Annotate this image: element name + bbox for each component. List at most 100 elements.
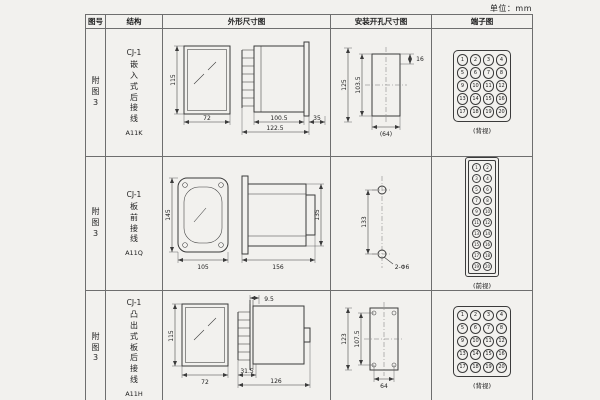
table-row-a11h: 附图3 CJ-1 凸出式板后接线 A11H <box>85 290 533 400</box>
terminal-circle: 9 <box>456 335 469 348</box>
dim-width-label: 105 <box>197 264 209 271</box>
terminal-circle: 11 <box>482 335 495 348</box>
terminal-circle: 7 <box>472 196 481 205</box>
mount-label: 板前接线 <box>129 201 138 244</box>
header-terminal: 端子图 <box>431 14 533 29</box>
type-code-label: A11Q <box>125 249 143 258</box>
fig-no-cell: 附图3 <box>85 28 106 157</box>
terminal-circle: 10 <box>469 335 482 348</box>
terminal-circle: 9 <box>472 207 481 216</box>
terminal-circle: 6 <box>469 322 482 335</box>
dim-body-height-label: 135 <box>314 209 321 221</box>
terminal-circle: 6 <box>483 185 492 194</box>
dim-height-label: 115 <box>170 74 177 86</box>
outline-drawing-a11q: 145 105 156 135 <box>165 175 324 271</box>
terminal-circle: 12 <box>495 80 508 92</box>
front-view <box>183 45 230 114</box>
terminal-circle: 16 <box>495 93 508 105</box>
table-row-a11q: 附图3 CJ-1 板前接线 A11Q <box>85 156 533 291</box>
terminal-circle: 8 <box>483 196 492 205</box>
terminal-circle: 19 <box>472 262 481 271</box>
type-code-label: A11K <box>125 128 143 137</box>
terminal-circle: 17 <box>472 251 481 260</box>
model-label: CJ-1 <box>126 189 142 199</box>
outline-drawing-cell: 115 72 9.5 31.5 <box>162 290 331 400</box>
structure-cell: CJ-1 嵌入式后接线 A11K <box>105 28 163 157</box>
terminal-circle: 11 <box>472 218 481 227</box>
dim-len-inner-label: 100.5 <box>270 115 287 122</box>
terminal-circle: 5 <box>472 185 481 194</box>
dim-vouter-label: 123 <box>341 333 348 345</box>
terminal-circle: 18 <box>469 361 482 374</box>
terminal-circle: 13 <box>456 93 469 105</box>
terminal-circle: 1 <box>472 163 481 172</box>
mount-label: 凸出式板后接线 <box>129 310 138 384</box>
model-label: CJ-1 <box>126 298 142 308</box>
terminal-circle: 18 <box>469 106 482 118</box>
dimensions: 107.5 123 64 <box>341 307 394 390</box>
terminal-circle: 6 <box>469 67 482 79</box>
terminal-circle: 13 <box>472 229 481 238</box>
terminal-circle: 8 <box>495 322 508 335</box>
dimensions: 145 105 156 135 <box>165 177 324 271</box>
dim-len-total-label: 122.5 <box>266 125 283 132</box>
dimensions: 133 2-Φ6 <box>361 189 409 271</box>
dim-vouter-label: 125 <box>341 79 348 91</box>
side-view <box>241 175 315 254</box>
dim-height-label: 115 <box>168 330 175 342</box>
terminal-circle: 14 <box>469 348 482 361</box>
terminal-view-label: (背视) <box>472 126 492 135</box>
terminal-circle: 18 <box>483 251 492 260</box>
dim-wspan-label: 64 <box>380 383 388 390</box>
structure-cell: CJ-1 凸出式板后接线 A11H <box>105 290 163 400</box>
terminal-circle: 10 <box>483 207 492 216</box>
terminal-circle: 16 <box>495 348 508 361</box>
fig-no-label: 附图3 <box>91 207 100 238</box>
type-code-label: A11H <box>125 389 143 398</box>
dim-hole-span-label: 133 <box>361 216 368 228</box>
dim-vinner-label: 103.5 <box>355 76 362 93</box>
terminal-circle: 10 <box>469 80 482 92</box>
outline-drawing-a11k: 115 72 100.5 122.5 <box>170 41 325 135</box>
install-drawing-cell: 103.5 125 (64) 16 <box>330 28 432 157</box>
side-view <box>237 299 310 370</box>
terminal-circle: 16 <box>483 240 492 249</box>
terminal-circle: 17 <box>456 361 469 374</box>
terminal-circle: 4 <box>495 309 508 322</box>
terminal-circle: 2 <box>469 54 482 66</box>
terminal-circle: 11 <box>482 80 495 92</box>
install-drawing-cell: 133 2-Φ6 <box>330 156 432 291</box>
dim-height-label: 145 <box>165 209 172 221</box>
terminal-circle: 4 <box>495 54 508 66</box>
dim-pin-label: 9.5 <box>264 296 274 303</box>
terminal-circle: 5 <box>456 67 469 79</box>
header-outline: 外形尺寸图 <box>162 14 331 29</box>
fig-no-cell: 附图3 <box>85 290 106 400</box>
terminal-circle: 2 <box>483 163 492 172</box>
terminal-view-label: (背视) <box>472 382 492 391</box>
install-drawing-cell: 107.5 123 64 <box>330 290 432 400</box>
terminal-circle: 9 <box>456 80 469 92</box>
dim-len-total-label: 156 <box>272 264 284 271</box>
terminal-circle: 14 <box>483 229 492 238</box>
header-fig-no: 图号 <box>85 14 106 29</box>
dim-vinner-label: 107.5 <box>354 330 361 347</box>
dim-width-label: 72 <box>201 379 209 386</box>
terminal-circle: 15 <box>482 348 495 361</box>
terminal-circle: 7 <box>482 322 495 335</box>
terminal-circle: 3 <box>482 54 495 66</box>
terminal-circle: 7 <box>482 67 495 79</box>
model-label: CJ-1 <box>126 48 142 58</box>
dimensions: 115 72 9.5 31.5 <box>168 294 310 388</box>
install-drawing-a11h: 107.5 123 64 <box>341 301 404 390</box>
dim-len-front-label: 31.5 <box>240 368 254 375</box>
dim-edge-label: 16 <box>416 56 424 63</box>
header-structure: 结构 <box>105 14 163 29</box>
dimensions: 115 72 100.5 122.5 <box>170 45 325 135</box>
